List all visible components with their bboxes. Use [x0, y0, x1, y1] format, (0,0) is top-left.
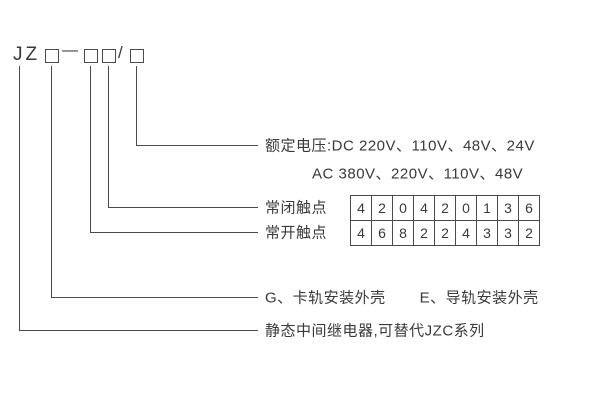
- model-prefix: JZ: [13, 44, 41, 65]
- connector-vline-series: [19, 66, 20, 330]
- connector-vline-no-contacts: [90, 66, 91, 232]
- model-dash: —: [62, 42, 78, 59]
- table-cell: 6: [371, 220, 393, 246]
- model-box-nc-contacts: [102, 49, 116, 63]
- table-cell: 6: [518, 195, 540, 221]
- connector-vline-shell: [51, 66, 52, 297]
- table-cell: 3: [497, 220, 519, 246]
- connector-hline-no-contacts: [90, 232, 258, 233]
- table-cell: 4: [455, 220, 477, 246]
- table-cell: 2: [371, 195, 393, 221]
- table-cell: 0: [455, 195, 477, 221]
- series-description-label: 静态中间继电器,可替代JZC系列: [265, 322, 485, 340]
- table-cell: 4: [350, 220, 372, 246]
- table-cell: 2: [518, 220, 540, 246]
- connector-hline-voltage: [136, 145, 258, 146]
- table-cell: 1: [476, 195, 498, 221]
- table-cell: 4: [350, 195, 372, 221]
- table-cell: 2: [434, 220, 456, 246]
- model-box-no-contacts: [84, 49, 98, 63]
- table-cell: 0: [392, 195, 414, 221]
- connector-vline-voltage: [136, 66, 137, 145]
- table-cell: 8: [392, 220, 414, 246]
- table-cell: 3: [497, 195, 519, 221]
- table-cell: 3: [476, 220, 498, 246]
- model-box-shell-code: [45, 49, 59, 63]
- model-slash: /: [118, 43, 123, 62]
- connector-hline-series: [19, 330, 258, 331]
- table-cell: 2: [434, 195, 456, 221]
- table-cell: 4: [413, 195, 435, 221]
- no-contacts-label: 常开触点: [265, 224, 328, 242]
- connector-vline-nc-contacts: [108, 66, 109, 207]
- shell-options-label: G、卡轨安装外壳 E、导轨安装外壳: [265, 287, 539, 308]
- contact-combination-table: 4 2 0 4 2 0 1 3 6 4 6 8 2 2 4 3 3 2: [350, 195, 540, 246]
- model-box-voltage-code: [130, 49, 144, 63]
- connector-hline-shell: [51, 297, 258, 298]
- rated-voltage-ac-label: AC 380V、220V、110V、48V: [312, 165, 524, 183]
- no-contacts-row: 4 6 8 2 2 4 3 3 2: [350, 220, 540, 246]
- table-cell: 2: [413, 220, 435, 246]
- shell-option-g: G、卡轨安装外壳: [265, 289, 386, 307]
- shell-option-e: E、导轨安装外壳: [419, 289, 539, 307]
- nc-contacts-label: 常闭触点: [265, 199, 328, 217]
- connector-hline-nc-contacts: [108, 207, 258, 208]
- rated-voltage-dc-label: 额定电压:DC 220V、110V、48V、24V: [265, 137, 535, 155]
- nc-contacts-row: 4 2 0 4 2 0 1 3 6: [350, 195, 540, 221]
